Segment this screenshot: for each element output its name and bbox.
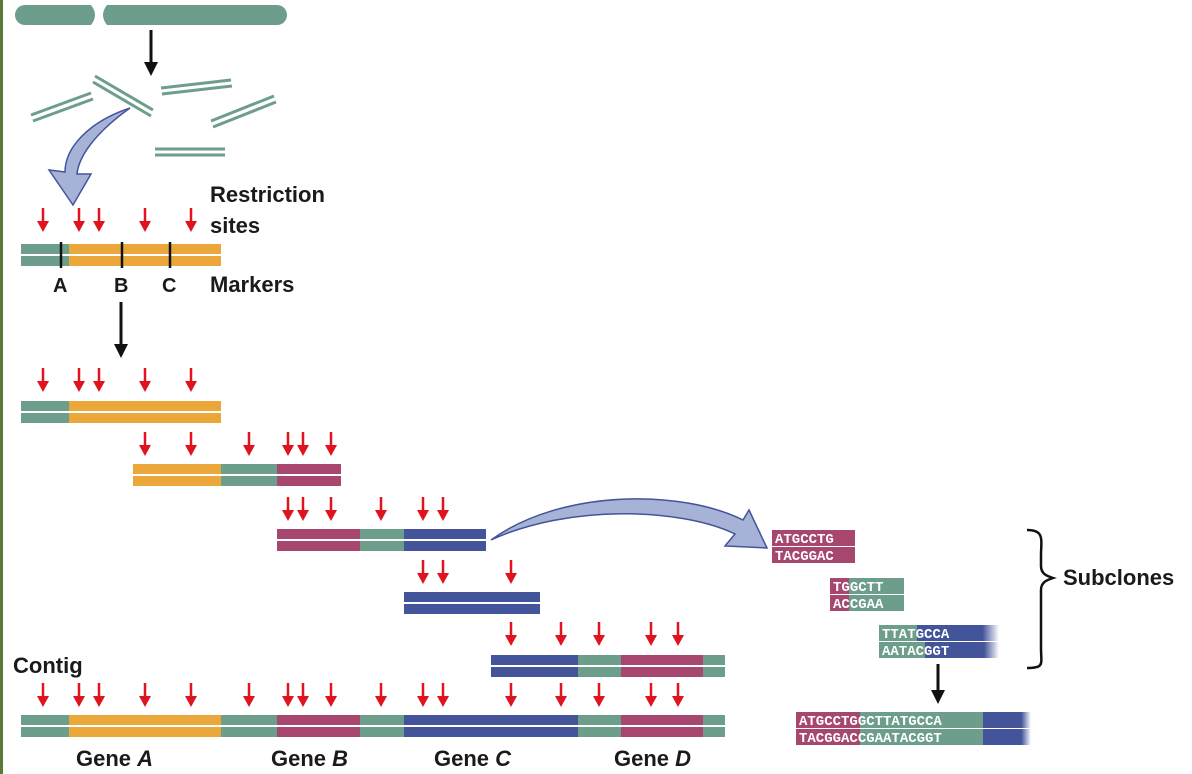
restriction-arrow-31 [73, 683, 85, 707]
restriction-arrow-23 [437, 560, 449, 584]
subclone-3-bottom-seq: AATACGGT [882, 644, 949, 660]
restriction-arrow-28 [645, 622, 657, 646]
restriction-arrow-7 [93, 368, 105, 392]
restriction-arrow-18 [325, 497, 337, 521]
marker-c-label: C [162, 275, 176, 297]
restriction-arrow-11 [185, 432, 197, 456]
chromosome [15, 5, 287, 25]
restriction-arrow-21 [437, 497, 449, 521]
clone-2 [133, 464, 341, 486]
assembled-sequence: ATGCCTGGCTTATGCCA TACGGACCGAATACGGT [796, 712, 1031, 747]
clone-3 [277, 529, 486, 551]
restriction-arrow-15 [325, 432, 337, 456]
restriction-arrow-2 [93, 208, 105, 232]
restriction-arrow-14 [297, 432, 309, 456]
restriction-arrow-4 [185, 208, 197, 232]
subclone-2-top-seq: TGGCTT [833, 580, 883, 596]
restriction-arrow-25 [505, 622, 517, 646]
gene-c-label: Gene C [434, 746, 512, 771]
marker-bar [21, 242, 221, 268]
subclone-3-top-seq: TTATGCCA [882, 627, 950, 643]
restriction-arrow-16 [282, 497, 294, 521]
subclone-3: TTATGCCA AATACGGT [879, 625, 999, 660]
markers-label: Markers [210, 272, 294, 297]
subclone-2-bottom-seq: ACCGAA [833, 597, 884, 613]
restriction-arrow-12 [243, 432, 255, 456]
assembled-top-seq: ATGCCTGGCTTATGCCA [799, 714, 942, 730]
subclones-bracket [1026, 528, 1057, 670]
restriction-arrow-36 [282, 683, 294, 707]
restriction-sites-label-line1: Restriction [210, 182, 325, 207]
restriction-arrow-1 [73, 208, 85, 232]
overlapping-clones [21, 401, 725, 737]
restriction-arrow-44 [593, 683, 605, 707]
restriction-arrow-26 [555, 622, 567, 646]
down-arrow-1 [144, 30, 158, 76]
contig-label: Contig [13, 653, 83, 678]
restriction-site-arrows [37, 208, 684, 707]
restriction-arrow-27 [593, 622, 605, 646]
subclone-1-bottom-seq: TACGGAC [775, 549, 834, 565]
gene-d-label: Gene D [614, 746, 691, 771]
restriction-arrow-19 [375, 497, 387, 521]
restriction-arrow-0 [37, 208, 49, 232]
restriction-arrow-41 [437, 683, 449, 707]
restriction-sites-label-line2: sites [210, 213, 260, 238]
gene-b-label: Gene B [271, 746, 348, 771]
subclones-label: Subclones [1063, 565, 1174, 590]
down-arrow-2 [114, 302, 128, 358]
restriction-arrow-37 [297, 683, 309, 707]
restriction-arrow-46 [672, 683, 684, 707]
restriction-arrow-29 [672, 622, 684, 646]
clone-4 [404, 592, 540, 614]
restriction-arrow-33 [139, 683, 151, 707]
restriction-arrow-34 [185, 683, 197, 707]
restriction-arrow-35 [243, 683, 255, 707]
diagram-canvas: Restriction sites A B C Markers Contig G… [13, 5, 1174, 771]
restriction-arrow-17 [297, 497, 309, 521]
clone-5 [491, 655, 725, 677]
restriction-arrow-6 [73, 368, 85, 392]
contig-bar [21, 715, 725, 737]
restriction-arrow-30 [37, 683, 49, 707]
curved-arrow-right [490, 498, 769, 549]
dna-fragments [30, 74, 277, 157]
restriction-arrow-40 [417, 683, 429, 707]
restriction-arrow-24 [505, 560, 517, 584]
gene-a-label: Gene A [76, 746, 153, 771]
down-arrow-3 [931, 664, 945, 704]
restriction-arrow-8 [139, 368, 151, 392]
subclone-1: ATGCCTG TACGGAC [772, 530, 855, 565]
restriction-arrow-39 [375, 683, 387, 707]
restriction-arrow-32 [93, 683, 105, 707]
subclone-2: TGGCTT ACCGAA [830, 578, 904, 613]
restriction-arrow-20 [417, 497, 429, 521]
restriction-arrow-10 [139, 432, 151, 456]
restriction-arrow-3 [139, 208, 151, 232]
restriction-arrow-43 [555, 683, 567, 707]
restriction-arrow-5 [37, 368, 49, 392]
clone-1 [21, 401, 221, 423]
subclone-1-top-seq: ATGCCTG [775, 532, 834, 548]
restriction-arrow-38 [325, 683, 337, 707]
restriction-arrow-45 [645, 683, 657, 707]
marker-a-label: A [53, 275, 67, 297]
restriction-arrow-13 [282, 432, 294, 456]
curved-arrow-left [47, 107, 131, 207]
marker-b-label: B [114, 275, 128, 297]
restriction-arrow-22 [417, 560, 429, 584]
restriction-arrow-42 [505, 683, 517, 707]
assembled-bottom-seq: TACGGACCGAATACGGT [799, 731, 942, 747]
restriction-arrow-9 [185, 368, 197, 392]
